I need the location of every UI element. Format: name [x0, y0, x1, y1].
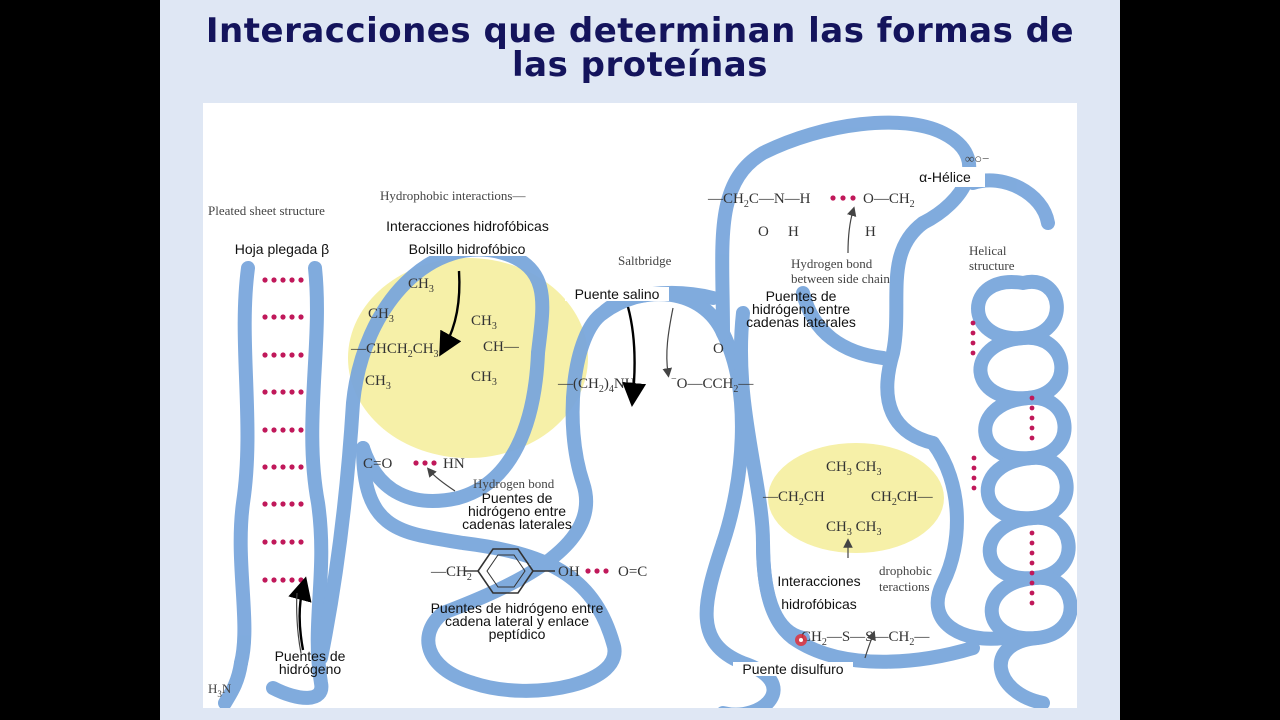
src-helical-2: structure [969, 258, 1015, 273]
svg-text:—CHCH2CH3: —CHCH2CH3 [350, 341, 439, 360]
svg-text:O: O [713, 341, 724, 357]
svg-text:—CH2CH: —CH2CH [762, 489, 825, 508]
src-hydrophobic-2: teractions [879, 579, 930, 594]
source-annotations: Pleated sheet structure Hydrophobic inte… [208, 151, 1015, 699]
protein-ribbon-diagram: CH3 CH3 —CHCH2CH3 CH3 CH3 CH— CH3 C=O HN… [208, 115, 1077, 708]
src-h3n: H3N [208, 681, 232, 699]
slide-title: Interacciones que determinan las formas … [160, 14, 1120, 82]
svg-text:CH3: CH3 [471, 369, 497, 388]
svg-text:∞○−: ∞○− [965, 151, 989, 166]
svg-text:O—CH2: O—CH2 [863, 191, 915, 210]
svg-text:OH: OH [558, 564, 580, 580]
beta-sheet-hbond-dots [262, 277, 304, 583]
svg-text:H: H [788, 224, 799, 240]
svg-text:CH2—S—S—CH2—: CH2—S—S—CH2— [801, 629, 930, 648]
svg-text:CH3: CH3 [408, 276, 434, 295]
svg-text:—CH2C—N—H: —CH2C—N—H [707, 191, 811, 210]
label-interacciones-hidrofobicas-bottom: Interacciones hidrofóbicas [777, 573, 861, 612]
src-hydrophobic-1: drophobic [879, 563, 932, 578]
hydrophobic-pocket-bottom [768, 443, 944, 553]
src-hydrophobic-interactions: Hydrophobic interactions— [380, 188, 526, 203]
label-puentes-hidrogeno-peptidico: Puentes de hidrógeno entre cadena latera… [430, 600, 604, 642]
src-hydrogen-bond: Hydrogen bond [473, 476, 555, 491]
svg-text:CH3 CH3: CH3 CH3 [826, 459, 881, 478]
src-helical-1: Helical [969, 243, 1007, 258]
slide: Interacciones que determinan las formas … [160, 0, 1120, 720]
label-bolsillo-hidrofobico: Bolsillo hidrofóbico [401, 242, 533, 256]
svg-text:HN: HN [443, 456, 465, 472]
protein-ribbon [218, 115, 1077, 708]
hydrophobic-pocket-top [348, 258, 588, 458]
label-puente-disulfuro: Puente disulfuro [733, 662, 853, 676]
annotation-arrows [288, 270, 647, 651]
sidechain-hbond-dots [413, 195, 856, 574]
src-pleated-sheet: Pleated sheet structure [208, 203, 325, 218]
svg-text:CH3: CH3 [368, 306, 394, 325]
label-puente-salino: Puente salino [565, 287, 669, 301]
svg-text:CH3 CH3: CH3 CH3 [826, 519, 881, 538]
label-puentes-hidrogeno-laterales-mid: Puentes de hidrógeno entre cadenas later… [462, 490, 572, 532]
svg-text:O: O [758, 224, 769, 240]
svg-text:O=C: O=C [618, 564, 647, 580]
svg-text:CH3: CH3 [471, 313, 497, 332]
label-puentes-hidrogeno-laterales-top: Puentes de hidrógeno entre cadenas later… [746, 288, 856, 330]
svg-text:CH3: CH3 [365, 373, 391, 392]
src-hbond-side-1: Hydrogen bond [791, 256, 873, 271]
svg-text:−O—CCH2—: −O—CCH2— [671, 374, 754, 395]
title-line-1: Interacciones que determinan las formas … [205, 11, 1075, 51]
label-puentes-de-hidrogeno-bottom: Puentes de hidrógeno [274, 648, 346, 677]
chemical-formulas: CH3 CH3 —CHCH2CH3 CH3 CH3 CH— CH3 C=O HN… [350, 191, 934, 648]
svg-text:CH—: CH— [483, 339, 520, 355]
src-hbond-side-2: between side chain [791, 271, 890, 286]
src-saltbridge: Saltbridge [618, 253, 672, 268]
pointer-lines [296, 206, 876, 659]
svg-text:CH2CH—: CH2CH— [871, 489, 934, 508]
svg-text:—CH2: —CH2 [430, 564, 472, 583]
helix-hbond-dots [970, 320, 1035, 606]
title-line-2: las proteínas [512, 45, 768, 85]
label-hoja-plegada: Hoja plegada β [227, 242, 337, 256]
svg-text:H: H [865, 224, 876, 240]
svg-text:C=O: C=O [363, 456, 392, 472]
label-alfa-helice: α-Hélice [905, 167, 985, 187]
label-interacciones-hidrofobicas-top: Interacciones hidrofóbicas [375, 219, 560, 233]
protein-interactions-figure: CH3 CH3 —CHCH2CH3 CH3 CH3 CH— CH3 C=O HN… [203, 103, 1077, 708]
